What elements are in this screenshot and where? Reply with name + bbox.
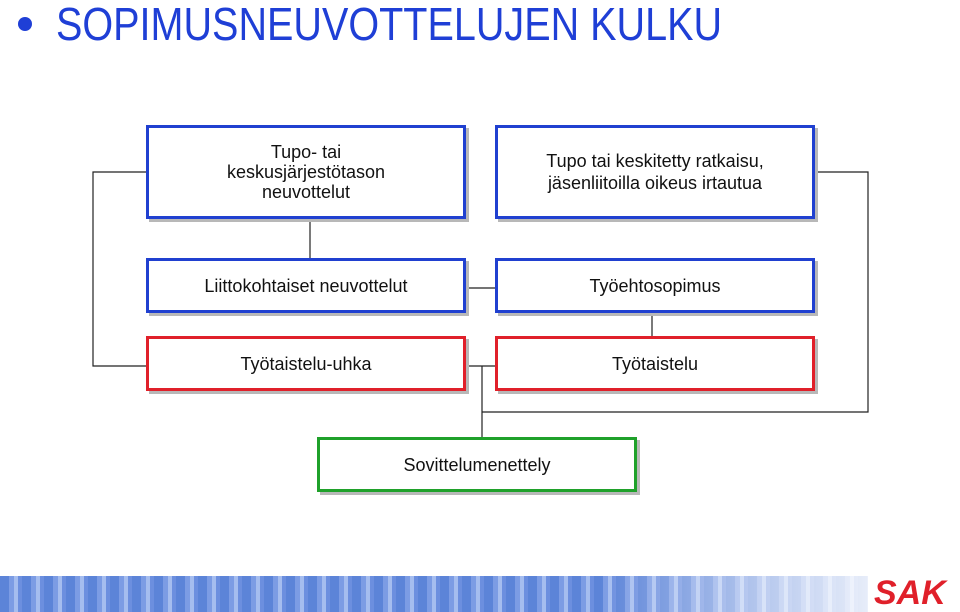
- box-tupo-keskusjarjestotaso-text: Tupo- tai keskusjärjestötason neuvottelu…: [227, 142, 385, 202]
- footer-stripe-fade: [600, 576, 868, 612]
- box-liittokohtaiset-neuvottelut: Liittokohtaiset neuvottelut: [146, 258, 466, 313]
- box-label: Liittokohtaiset neuvottelut: [204, 275, 408, 296]
- connector-right-loop: [482, 171, 869, 413]
- bullet-icon: [18, 17, 32, 31]
- connector-left-loop: [92, 171, 148, 367]
- box-line: keskusjärjestötason: [226, 162, 386, 182]
- box-tyotaistelu: Työtaistelu: [495, 336, 815, 391]
- box-line: jäsenliitoilla oikeus irtautua: [547, 173, 763, 193]
- box-label: Työtaistelu-uhka: [240, 353, 372, 374]
- box-tupo-ratkaisu: Tupo tai keskitetty ratkaisu, jäsenliito…: [495, 125, 815, 219]
- box-tupo-ratkaisu-text: Tupo tai keskitetty ratkaisu, jäsenliito…: [546, 150, 763, 194]
- box-line: Tupo- tai: [270, 142, 342, 162]
- sak-logo-text: SAK: [874, 574, 948, 610]
- box-tupo-keskusjarjestotaso: Tupo- tai keskusjärjestötason neuvottelu…: [146, 125, 466, 219]
- title-row: SOPIMUSNEUVOTTELUJEN KULKU: [18, 0, 830, 50]
- box-tyotaistelu-uhka: Työtaistelu-uhka: [146, 336, 466, 391]
- page-title: SOPIMUSNEUVOTTELUJEN KULKU: [56, 0, 723, 50]
- box-label: Sovittelumenettely: [403, 454, 551, 475]
- box-line: Tupo tai keskitetty ratkaisu,: [546, 151, 764, 171]
- box-label: Työtaistelu: [611, 353, 699, 374]
- box-tyoehtosopimus: Työehtosopimus: [495, 258, 815, 313]
- box-line: neuvottelut: [261, 182, 351, 202]
- sak-logo-icon: SAK: [874, 574, 948, 610]
- box-sovittelumenettely: Sovittelumenettely: [317, 437, 637, 492]
- box-label: Työehtosopimus: [589, 275, 721, 296]
